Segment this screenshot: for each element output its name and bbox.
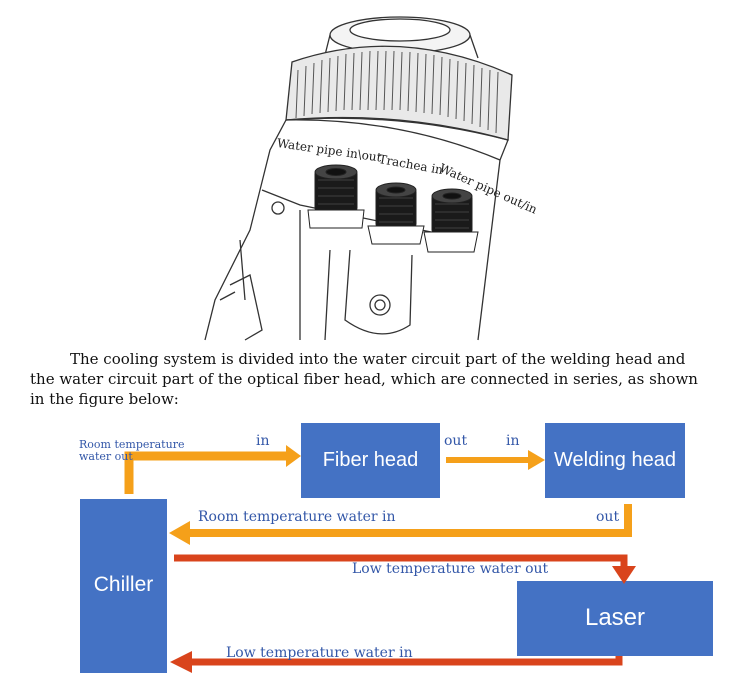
fiber-head-box <box>301 423 440 498</box>
room-temp-in-arrow-line <box>186 504 632 537</box>
welding-head-box <box>545 423 685 498</box>
low-temp-in-arrow-line <box>190 656 623 666</box>
room-temp-in-arrowhead <box>169 521 190 545</box>
caption-paragraph: The cooling system is divided into the w… <box>30 349 710 409</box>
out-fiber-label: out <box>444 433 468 449</box>
low-temp-water-in-label: Low temperature water in <box>226 645 413 661</box>
fiber-head-label: Fiber head <box>322 449 419 471</box>
room-temp-out-label-line2: water out <box>79 450 133 463</box>
room-temp-out-arrow-line <box>124 451 290 494</box>
fiber-to-welding-arrowhead <box>528 450 545 470</box>
welding-head-illustration <box>204 16 513 341</box>
room-temp-water-in-label: Room temperature water in <box>198 509 396 525</box>
welding-head-label: Welding head <box>554 449 676 471</box>
laser-label: Laser <box>584 604 646 631</box>
room-temp-out-arrowhead <box>286 445 301 467</box>
chiller-label: Chiller <box>93 573 154 596</box>
out-welding-label: out <box>596 509 620 525</box>
low-temp-water-out-label: Low temperature water out <box>352 561 549 577</box>
in-fiber-label: in <box>256 433 270 449</box>
low-temp-out-arrowhead <box>612 566 636 584</box>
chiller-box <box>80 499 167 673</box>
low-temp-in-arrowhead <box>170 651 192 673</box>
laser-box <box>517 581 713 656</box>
caption-text: The cooling system is divided into the w… <box>30 350 698 408</box>
room-temp-out-label-line1: Room temperature <box>79 438 185 451</box>
in-welding-label: in <box>506 433 520 449</box>
